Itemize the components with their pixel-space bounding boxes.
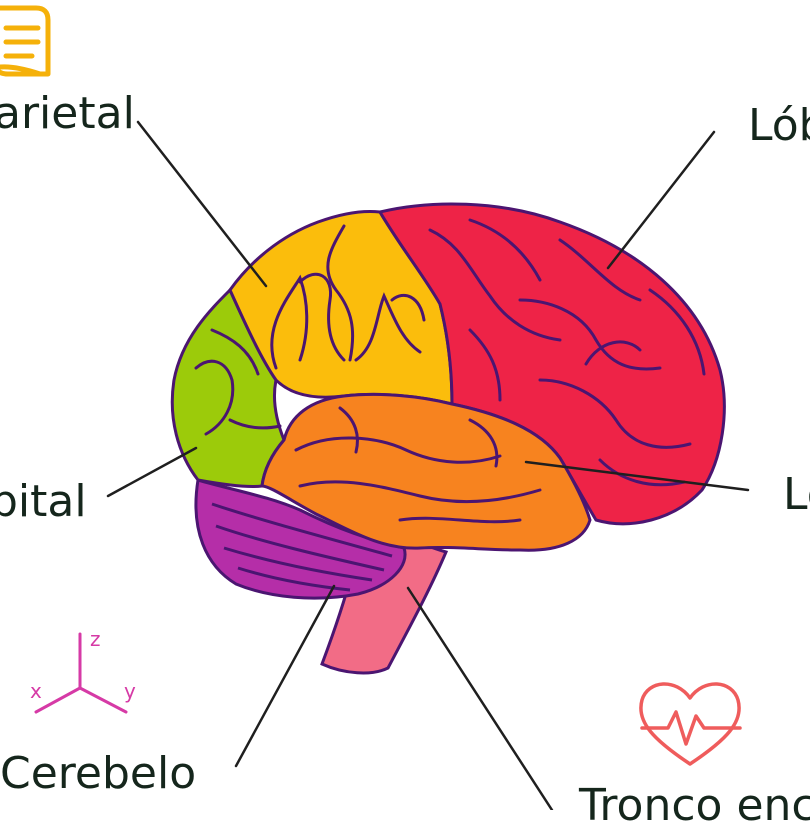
label-cerebellum: Cerebelo — [0, 748, 197, 799]
leader-cerebelo — [234, 584, 336, 768]
leader-tronco — [406, 586, 554, 810]
label-frontal-lobe: Lób — [748, 100, 810, 151]
leader-parietal — [136, 120, 268, 288]
leader-frontal — [606, 130, 716, 270]
book-list-icon — [0, 5, 51, 77]
axis-x-label: x — [30, 679, 42, 703]
xyz-axes-icon — [34, 632, 128, 714]
frontal-region — [377, 202, 726, 526]
label-parietal-lobe: arietal — [0, 88, 135, 139]
axis-z-label: z — [90, 627, 101, 651]
axis-y-label: y — [124, 679, 136, 703]
leader-temporal — [524, 460, 750, 492]
brain-folds — [194, 218, 706, 524]
cerebellum-folds — [211, 502, 393, 592]
label-brainstem: Tronco ence — [579, 780, 810, 831]
label-temporal-lobe: Lo — [783, 469, 810, 520]
label-occipital-lobe: pital — [0, 476, 87, 527]
brain-diagram: z x y — [0, 5, 750, 810]
heart-pulse-icon — [639, 682, 742, 766]
leader-occipital — [106, 446, 198, 498]
temporal-region — [260, 392, 592, 552]
leader-lines — [106, 120, 750, 810]
cerebellum-region — [194, 478, 407, 600]
